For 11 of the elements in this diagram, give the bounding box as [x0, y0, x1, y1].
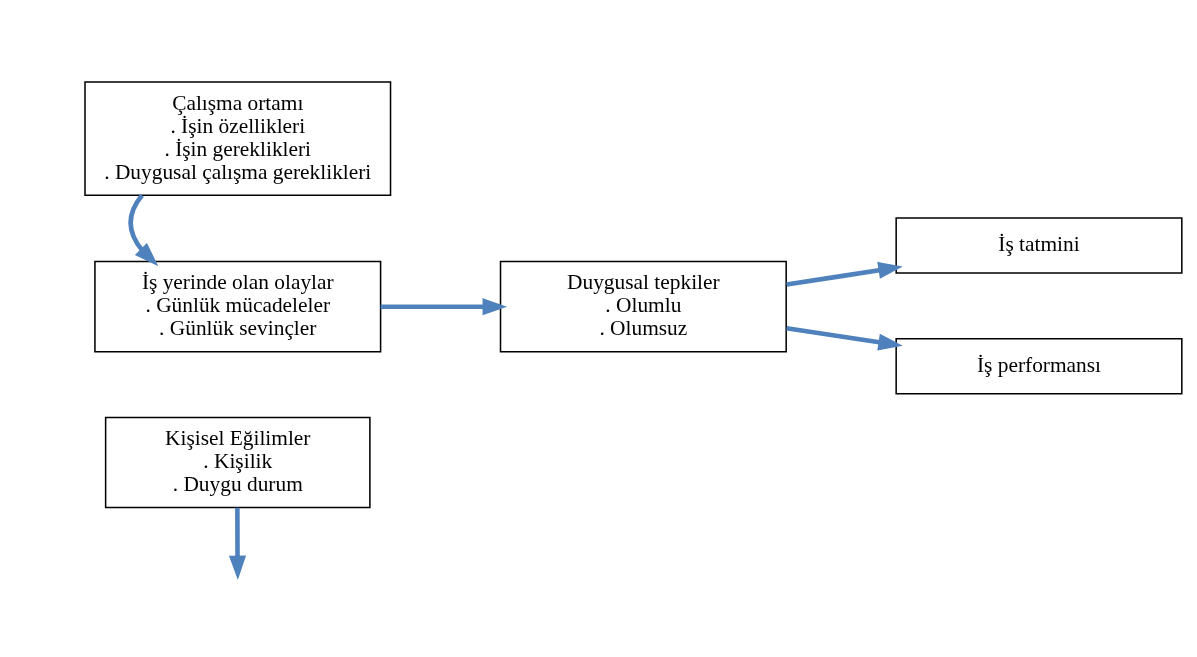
node-box: İş performansı [895, 337, 1183, 394]
node-box: İş tatmini [895, 216, 1183, 274]
arrow [786, 325, 903, 351]
node-box: Duygusal tepkiler . Olumlu . Olumsuz [499, 260, 787, 352]
node-box: İş yerinde olan olaylar . Günlük mücadeleler . Günlük sevinçler [94, 260, 382, 352]
arrow [228, 507, 247, 580]
arrow [380, 297, 508, 315]
node-box: Çalışma ortamı . İşin özellikleri . İşin gereklikleri . Duygusal çalışma gereklikleri [84, 80, 392, 196]
arrow [786, 261, 903, 287]
arrow [128, 193, 159, 266]
node-box: Kişisel Eğilimler . Kişilik . Duygu durum [104, 416, 371, 508]
